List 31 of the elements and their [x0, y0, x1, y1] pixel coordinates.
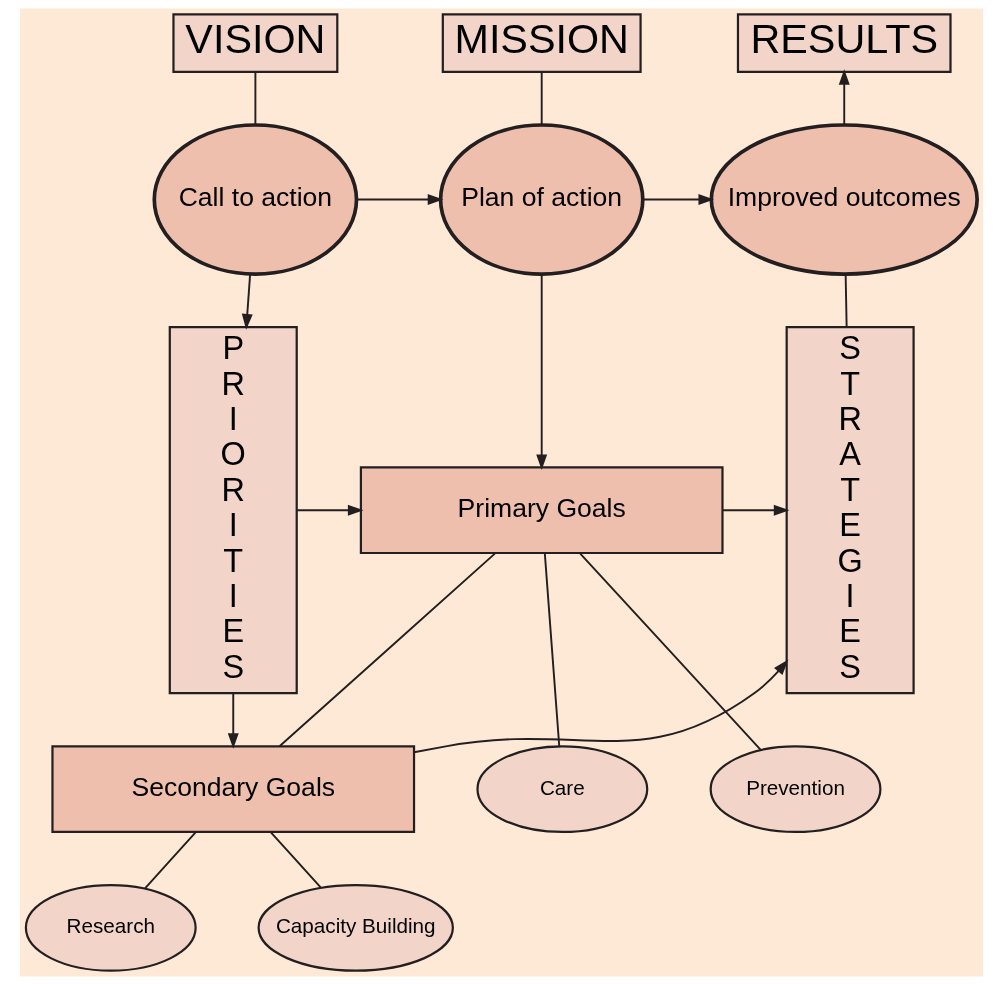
node-ellipse: Care: [476, 745, 649, 834]
connector: [278, 552, 496, 748]
arrow: [536, 273, 548, 471]
node-ellipse: Plan of action: [438, 123, 645, 276]
arrow: [355, 194, 444, 206]
node-box: VISION: [172, 13, 339, 73]
node-ellipse: Call to action: [152, 123, 359, 276]
node-ellipse: Capacity Building: [257, 883, 454, 972]
connector: [144, 831, 197, 890]
connector: [254, 71, 257, 126]
arrow: [227, 692, 239, 749]
arrow: [413, 659, 789, 754]
connector: [844, 273, 848, 328]
node-box: PRIORITIES: [168, 326, 298, 695]
node-box: Secondary Goals: [51, 745, 416, 834]
node-box: RESULTS: [736, 13, 952, 73]
node-box: STRATEGIES: [785, 326, 915, 695]
arrow: [722, 504, 790, 516]
node-box: Primary Goals: [359, 466, 724, 555]
connector: [269, 831, 322, 889]
connector: [579, 552, 762, 751]
arrow: [241, 273, 253, 330]
arrow: [838, 69, 850, 126]
arrow: [296, 504, 364, 516]
connector: [543, 552, 561, 748]
node-ellipse: Prevention: [709, 745, 882, 834]
node-box: MISSION: [441, 13, 642, 73]
node-ellipse: Research: [24, 883, 197, 972]
arrow: [642, 194, 715, 206]
node-ellipse: Improved outcomes: [709, 123, 979, 276]
connector: [540, 71, 543, 126]
